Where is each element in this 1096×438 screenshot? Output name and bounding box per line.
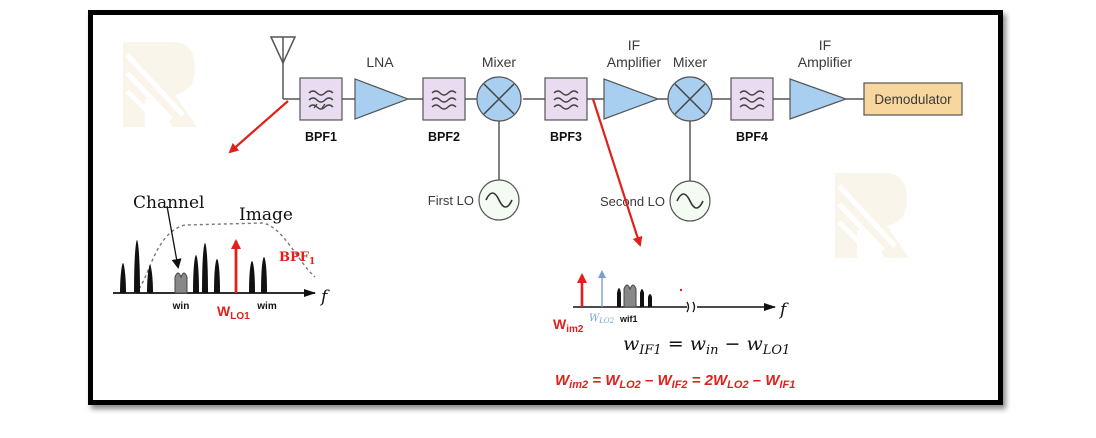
- wlo1-label: WLO1: [217, 303, 250, 322]
- rf-peak-7: [249, 261, 255, 293]
- if-channel-peak: [623, 284, 637, 308]
- rf-peak-3: [147, 265, 153, 293]
- bpf4-label: BPF4: [736, 130, 768, 144]
- if-amplifier-2-label-line1: IF: [819, 37, 831, 53]
- bpf1-label: BPF1: [305, 130, 337, 144]
- wim-label: wim: [256, 301, 277, 312]
- if-amplifier-2: [789, 78, 848, 120]
- if-amplifier-2-label-line2: Amplifier: [798, 54, 853, 70]
- bpf1-curve-label: BPF1: [279, 250, 315, 267]
- if-amplifier-1-label-line1: IF: [628, 37, 640, 53]
- bpf1-block: [299, 77, 343, 121]
- diagram-frame: Demodulator LNA Mixer IF Amplifier Mixer…: [88, 10, 1003, 405]
- if-peak-2: [640, 289, 644, 307]
- channel-pointer-arrow: [166, 205, 182, 269]
- image-label: Image: [239, 205, 293, 225]
- if-peak-1: [617, 288, 621, 307]
- signal-chain-lines: [342, 98, 864, 181]
- mixer-2-label: Mixer: [673, 54, 708, 70]
- second-lo-oscillator: [669, 180, 711, 222]
- demodulator-block: [863, 82, 963, 116]
- rf-peak-5: [202, 243, 208, 293]
- equation-wif1: wIF1 = win − wLO1: [623, 333, 790, 358]
- equation-wim2: Wim2 = WLO2 – WIF2 = 2WLO2 – WIF1: [555, 372, 795, 391]
- rf-peak-4: [193, 255, 199, 293]
- bpf3-label: BPF3: [550, 130, 582, 144]
- rf-f-label: f: [319, 287, 330, 307]
- second-lo-label: Second LO: [600, 194, 665, 209]
- if-amplifier-1-label-line2: Amplifier: [607, 54, 662, 70]
- bpf2-label: BPF2: [428, 130, 460, 144]
- watermark-logo-left: [123, 42, 197, 127]
- lna-amplifier: [354, 78, 410, 120]
- rf-peak-2: [134, 240, 140, 293]
- rf-spectrum: Channel Image BPF1 win wim WLO1 f: [113, 193, 330, 322]
- red-arrow-to-if-spectrum: [591, 98, 643, 247]
- wim2-label: Wim2: [553, 316, 584, 335]
- bpf2-block: [422, 77, 466, 121]
- rf-peak-1: [120, 263, 126, 293]
- watermark-logo-right: [835, 173, 909, 258]
- win-label: win: [172, 301, 190, 312]
- if-spectrum: Wim2 WLO2 wif1 f: [553, 270, 789, 335]
- first-lo-label: First LO: [428, 193, 474, 208]
- bpf4-block: [730, 77, 774, 121]
- if-dot: [679, 288, 683, 292]
- if-f-label: f: [778, 300, 789, 320]
- mixer-1: [476, 76, 522, 122]
- rf-channel-peak: [174, 272, 188, 294]
- lna-label: LNA: [366, 54, 394, 70]
- wlo2-label: WLO2: [589, 313, 615, 325]
- channel-label: Channel: [133, 193, 205, 213]
- first-lo-oscillator: [478, 179, 520, 221]
- mixer-2: [667, 76, 713, 122]
- receiver-diagram: Demodulator LNA Mixer IF Amplifier Mixer…: [113, 36, 963, 391]
- wif1-label: wif1: [619, 314, 638, 324]
- rf-peak-6: [214, 259, 220, 293]
- rf-peak-8: [261, 257, 267, 293]
- if-peak-3: [648, 294, 652, 307]
- antenna-icon: [269, 36, 300, 100]
- if-amplifier-1: [603, 78, 660, 120]
- red-arrow-to-rf-spectrum: [228, 100, 289, 154]
- bpf3-block: [544, 77, 588, 121]
- axis-break-mark: [686, 301, 696, 313]
- mixer-1-label: Mixer: [482, 54, 517, 70]
- demodulator-label: Demodulator: [874, 92, 952, 107]
